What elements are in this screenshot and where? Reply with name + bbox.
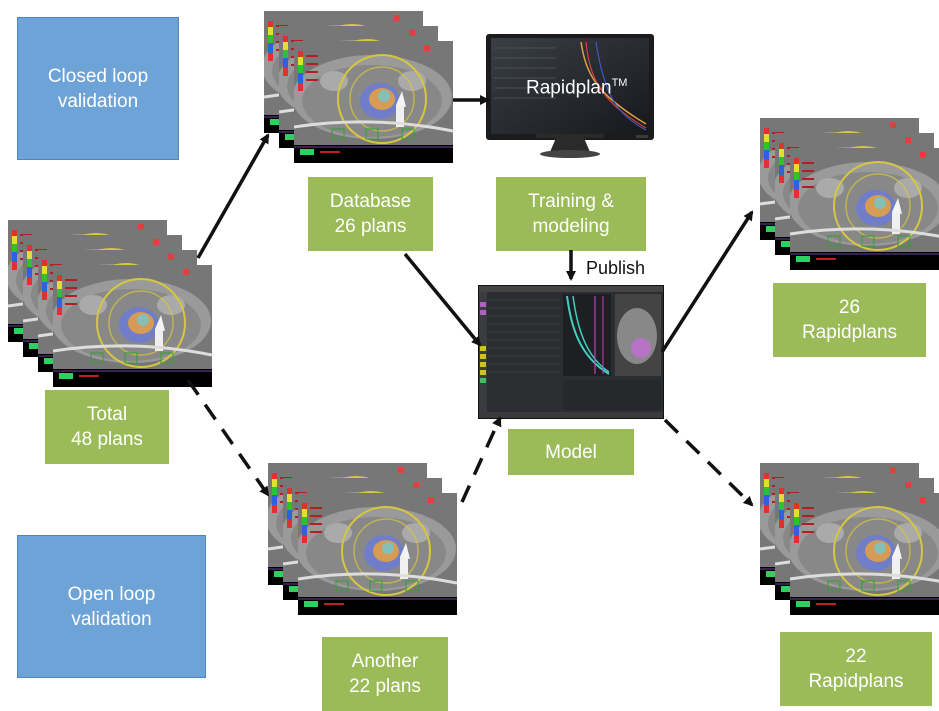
model-screenshot xyxy=(478,285,664,419)
ct-scan-image xyxy=(790,493,939,615)
total-plans-box: Total 48 plans xyxy=(45,390,169,464)
arrow-total-to-database xyxy=(196,133,270,259)
ct-scan-image xyxy=(53,265,212,387)
arrow-total-to-another xyxy=(186,379,270,497)
ct-scan-image xyxy=(790,148,939,270)
open-loop-validation-box: Open loop validation xyxy=(17,535,206,678)
monitor-trademark: TM xyxy=(611,77,628,89)
publish-label: Publish xyxy=(586,258,646,278)
monitor-brand: Rapidplan xyxy=(526,77,612,99)
ct-scan-image xyxy=(298,493,457,615)
ct-scan-image xyxy=(294,41,453,163)
arrow-database-to-model xyxy=(403,252,482,347)
another-plans-box: Another 22 plans xyxy=(322,637,448,711)
model-box: Model xyxy=(508,429,634,475)
closed-loop-validation-box: Closed loop validation xyxy=(17,17,179,160)
arrow-another-to-model xyxy=(460,416,502,503)
training-modeling-box: Training & modeling xyxy=(496,177,646,251)
database-plans-box: Database 26 plans xyxy=(308,177,433,251)
rapidplan-monitor: RapidplanTM xyxy=(486,34,654,160)
arrow-model-to-rapid22 xyxy=(663,418,754,507)
rapidplans-26-box: 26 Rapidplans xyxy=(773,283,926,357)
arrow-model-to-rapid26 xyxy=(660,210,754,353)
rapidplans-22-box: 22 Rapidplans xyxy=(780,632,932,706)
